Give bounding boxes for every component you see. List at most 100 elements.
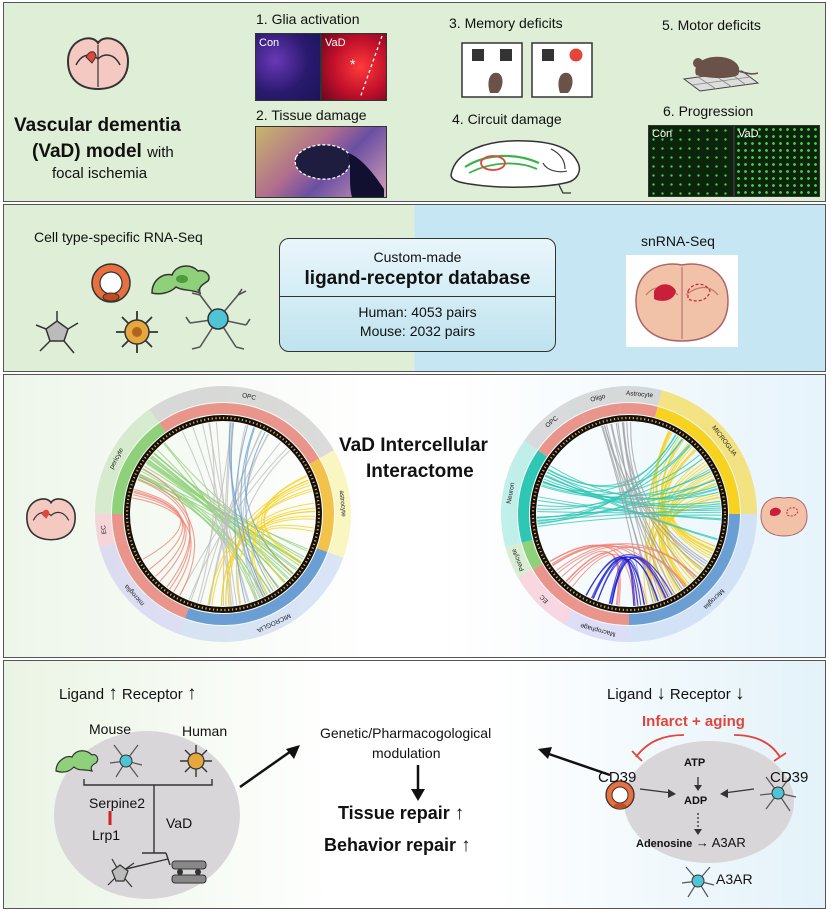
glia-vad-label: VaD (325, 37, 346, 49)
chord-ribbon (132, 497, 192, 592)
chord-outer-sector (179, 552, 344, 642)
chord-sector-label: Astrocyte (626, 390, 654, 399)
chord-ribbon (545, 474, 718, 541)
glia-con-label: Con (259, 37, 280, 49)
chord-ribbon (164, 442, 304, 560)
model-title-with: with (147, 144, 174, 161)
chord-outer-sector (505, 542, 533, 578)
chord-ribbon (541, 454, 700, 495)
chord-ribbon (133, 490, 187, 582)
model-title-line2: (VaD) model (32, 141, 142, 162)
panel-database: Cell type-specific RNA-Seq (3, 204, 826, 372)
chord-tick-ring (125, 416, 321, 612)
chord-ribbon (547, 434, 677, 487)
chord-ribbon (550, 465, 719, 500)
chord-sector-label: Neuron (506, 482, 517, 505)
chord-ribbon (234, 425, 249, 604)
chord-ribbon (548, 444, 690, 488)
chord-ribbon (557, 545, 687, 587)
left-header: Ligand ↑ Receptor ↑ (59, 683, 196, 705)
chord-outer-sector (149, 386, 334, 458)
microglia-cell-icon (151, 265, 210, 295)
oligodendrocyte-cell-icon (116, 311, 158, 353)
glia-con-image: Con (255, 33, 321, 101)
chord-inner-sector (518, 450, 548, 543)
endothelial-cell-icon (91, 263, 131, 303)
chord-sector-label: astrocyte (338, 490, 347, 517)
astrocyte-cell-icon (185, 288, 251, 350)
panel-vad-model: Vascular dementia (VaD) model with focal… (3, 2, 826, 202)
mouse-grid-icon (682, 56, 760, 92)
left-brain-icon (26, 498, 76, 541)
left-ligand-up-arrow: ↑ (108, 683, 118, 704)
chord-tick-ring (531, 416, 727, 612)
chord-sector-label: Oligo (590, 393, 607, 404)
chord-ribbon (611, 423, 707, 565)
left-mechanism-diagram (55, 744, 213, 888)
chord-ribbon (235, 450, 291, 605)
chord-ribbon (591, 556, 659, 602)
chord-ribbon (538, 496, 721, 521)
chord-ribbon (245, 431, 274, 592)
chord-ribbon (149, 457, 298, 570)
memory-test-icon (461, 42, 593, 98)
left-ligand: Ligand (59, 686, 105, 703)
interactome-title-line1: VaD Intercellular (339, 435, 488, 456)
chord-inner-sector (538, 413, 587, 457)
chord-inner-sector (532, 564, 579, 611)
chord-ribbon (549, 544, 648, 605)
chord-ribbon (144, 465, 297, 571)
chord-ribbon (226, 422, 234, 606)
adp-label: ADP (684, 795, 708, 807)
chord-ribbon (163, 443, 258, 600)
chord-ribbon (617, 422, 662, 601)
label-memory-deficits: 3. Memory deficits (449, 15, 563, 31)
chord-ribbon (542, 480, 721, 511)
chord-ribbon (230, 422, 264, 597)
infarct-aging-label: Infarct + aging (642, 713, 745, 730)
lrp1-label: Lrp1 (92, 827, 121, 843)
chord-outer-sector (574, 386, 620, 413)
right-ligand: Ligand (607, 686, 653, 703)
adenosine-arrow: → (695, 835, 709, 850)
chord-ribbon (561, 550, 619, 606)
db-mouse-pairs: Mouse: 2032 pairs (359, 323, 476, 339)
chord-ribbon (263, 479, 309, 563)
chord-ribbon (142, 468, 191, 588)
behavior-repair-wrap: Behavior repair ↑ (324, 835, 471, 857)
model-title-line3: focal ischemia (52, 165, 148, 182)
modulation-line2: modulation (372, 745, 441, 761)
label-progression: 6. Progression (663, 103, 754, 119)
chord-ribbon (537, 514, 721, 527)
db-human-pairs: Human: 4053 pairs (358, 304, 477, 320)
mouse-label: Mouse (89, 721, 132, 737)
chord-inner-sector (115, 539, 189, 619)
model-title-line1: Vascular dementia (14, 115, 181, 136)
chord-ribbon (197, 422, 215, 603)
chord-outer-sector (319, 450, 352, 558)
rnaseq-title: Cell type-specific RNA-Seq (34, 229, 203, 245)
right-receptor-down-arrow: ↓ (734, 683, 745, 704)
panel-mechanism: Ligand ↑ Receptor ↑ Mouse Human (3, 660, 826, 909)
chord-inner-sector (629, 514, 740, 625)
chord-ribbon (132, 494, 185, 577)
chord-ribbon (244, 427, 294, 575)
chord-ribbon (215, 422, 238, 606)
chord-ribbon (572, 554, 638, 606)
chord-outer-sector (657, 390, 757, 514)
interactome-title-line2: Interactome (366, 461, 474, 482)
serpine2-label: Serpine2 (89, 795, 146, 811)
chord-inner-sector (112, 514, 127, 543)
chord-outer-sector (565, 610, 629, 642)
tissue-damage-image (255, 126, 387, 198)
chord-sector-label: OPC (241, 392, 257, 402)
right-header: Ligand ↓ Receptor ↓ (607, 683, 744, 705)
mouse-brain-sagittal-icon (450, 140, 581, 194)
chord-ribbon (551, 544, 666, 600)
chord-ribbon (211, 490, 313, 606)
tissue-repair: Tissue repair (338, 803, 450, 823)
tissue-repair-wrap: Tissue repair ↑ (338, 803, 464, 825)
